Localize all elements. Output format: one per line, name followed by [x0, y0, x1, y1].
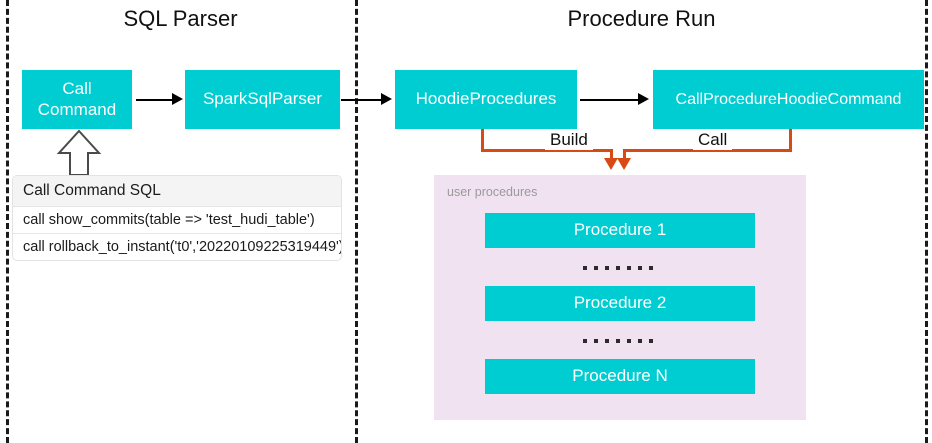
node-call-command-line1: Call [62, 78, 92, 98]
edge-label-call: Call [693, 130, 733, 150]
build-connector-horizontal [481, 149, 613, 152]
divider-right [925, 0, 928, 443]
node-spark-sql-parser[interactable]: SparkSqlParser [185, 70, 340, 129]
node-procedure-n[interactable]: Procedure N [485, 359, 755, 394]
build-connector-vertical [481, 129, 484, 152]
node-hoodie-procedures[interactable]: HoodieProcedures [395, 70, 577, 129]
node-call-command[interactable]: Call Command [22, 70, 132, 129]
divider-middle [355, 0, 358, 443]
call-connector-drop [623, 149, 626, 160]
node-call-command-line2: Command [37, 99, 117, 119]
node-procedure-2[interactable]: Procedure 2 [485, 286, 755, 321]
build-connector-arrowhead [604, 158, 618, 170]
arrow-parser-to-procedures-line [341, 99, 383, 101]
ellipsis-dots-2 [583, 339, 653, 343]
sql-table-row[interactable]: call show_commits(table => 'test_hudi_ta… [13, 207, 341, 234]
call-command-sql-table: Call Command SQL call show_commits(table… [13, 176, 341, 260]
node-procedure-1[interactable]: Procedure 1 [485, 213, 755, 248]
arrow-call-command-to-parser-line [136, 99, 174, 101]
hollow-up-arrow-icon [56, 129, 102, 182]
arrow-parser-to-procedures-head [381, 93, 392, 105]
divider-left [6, 0, 9, 443]
ellipsis-dots-1 [583, 266, 653, 270]
edge-label-build: Build [545, 130, 593, 150]
call-connector-horizontal [623, 149, 792, 152]
section-title-procedure-run: Procedure Run [567, 6, 716, 31]
section-title-sql-parser: SQL Parser [123, 6, 238, 31]
arrow-procedures-to-command-line [580, 99, 640, 101]
build-connector-drop [610, 149, 613, 160]
node-call-procedure-hoodie-command[interactable]: CallProcedureHoodieCommand [653, 70, 924, 129]
sql-table-header: Call Command SQL [13, 176, 341, 207]
arrow-procedures-to-command-head [638, 93, 649, 105]
arrow-call-command-to-parser-head [172, 93, 183, 105]
call-connector-arrowhead [617, 158, 631, 170]
call-connector-vertical [789, 129, 792, 152]
sql-table-row[interactable]: call rollback_to_instant('t0','202201092… [23, 239, 341, 255]
user-procedures-caption: user procedures [447, 185, 538, 199]
